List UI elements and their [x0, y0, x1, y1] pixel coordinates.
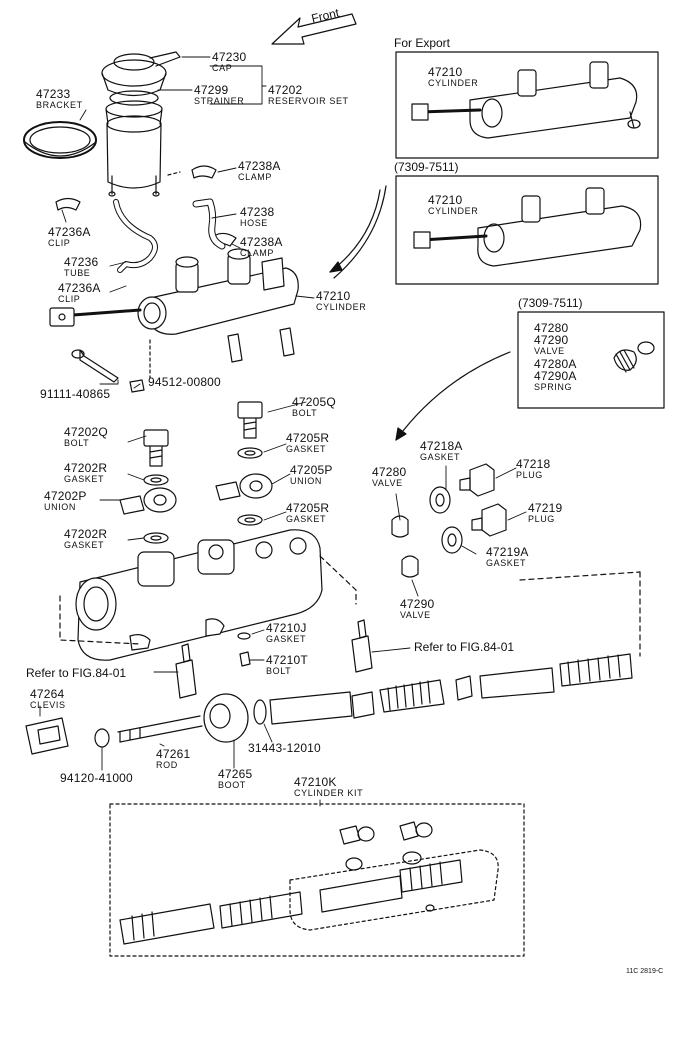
- serial-box-2: [517, 311, 665, 409]
- part-label-snap-ring-number: 31443-12010: [248, 741, 321, 755]
- serial-range-header: (7309-7511): [518, 296, 583, 310]
- serial-box-1: [395, 175, 659, 285]
- leader-lines: [39, 56, 527, 807]
- refer-figure-link: Refer to FIG.84-01: [414, 640, 515, 654]
- part-label-bolt-number: 91111-40865: [40, 387, 111, 401]
- figure-code: 11C 2819-C: [626, 968, 664, 975]
- refer-figure-link: Refer to FIG.84-01: [26, 666, 127, 680]
- part-label-nut-number: 94512-00800: [148, 375, 221, 389]
- reservoir-illustration: [101, 51, 181, 197]
- part-label-nut-number: 94120-41000: [60, 771, 133, 785]
- cylinder-kit-box: [109, 803, 525, 957]
- for-export-header: For Export: [394, 36, 451, 50]
- part-label-valve-number: 47280: [534, 321, 569, 335]
- bolt-nut-illustration: [71, 339, 151, 393]
- curved-arrow-icon: [395, 351, 511, 441]
- bolt-gasket-union-illustrations: [119, 401, 273, 544]
- tube-hose-illustration: [113, 198, 226, 273]
- plug-gasket-illustrations: [391, 463, 507, 578]
- serial-cylinder-illustration: [413, 187, 642, 267]
- curved-arrow-icon: [329, 185, 387, 279]
- part-label-spring-number: 47280A: [534, 357, 577, 371]
- fitting-illustrations: [175, 619, 373, 699]
- export-cylinder-illustration: [411, 61, 641, 139]
- front-arrow-icon: [271, 13, 357, 45]
- master-cylinder-body-illustration: [59, 529, 357, 661]
- serial-range-header: (7309-7511): [394, 160, 459, 174]
- master-cylinder-upper-illustration: [49, 248, 299, 363]
- pushrod-assembly-illustration: [25, 571, 641, 755]
- bracket-ring-illustration: [23, 121, 97, 159]
- export-box: [395, 51, 659, 159]
- valve-spring-illustration: [613, 341, 655, 373]
- cylinder-kit-illustration: [119, 821, 499, 945]
